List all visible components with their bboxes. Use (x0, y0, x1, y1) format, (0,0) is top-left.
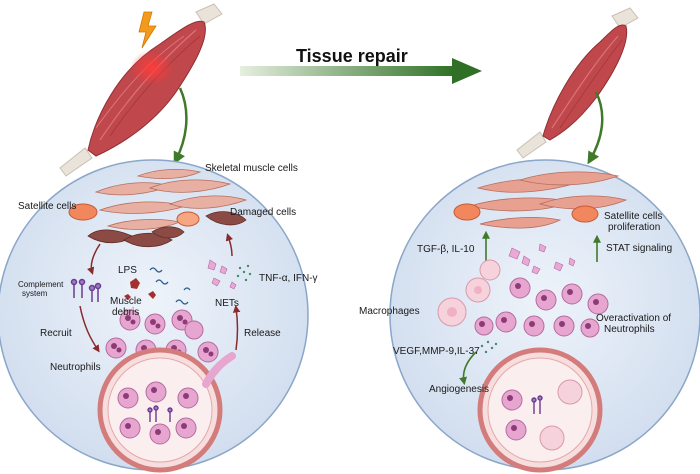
damaged-cells-label: Damaged cells (230, 207, 297, 218)
overactivation-label-2: Neutrophils (604, 324, 655, 335)
lps-label: LPS (118, 265, 137, 276)
complement-protein-icons (70, 278, 102, 302)
arrow-muscle-to-left-circle (173, 87, 188, 165)
nets-clumps (508, 243, 576, 275)
skeletal-muscle-cells (94, 168, 248, 230)
arrow-nets-up (225, 233, 233, 257)
arrow-release (232, 305, 241, 351)
arrow-muscle-to-right-circle (587, 91, 604, 165)
lightning-icon (138, 11, 157, 49)
muscle-debris (124, 278, 156, 300)
damaged-cells (87, 211, 247, 248)
blood-vessel-right (477, 347, 603, 473)
arrow-recruit (79, 305, 100, 353)
release-label: Release (244, 328, 281, 339)
satellite-cell (571, 205, 599, 223)
macrophages-label: Macrophages (359, 306, 420, 317)
neutrophils-right (474, 277, 609, 338)
overactivation-label-1: Overactivation of (596, 313, 672, 324)
arrow-angiogenesis (459, 351, 477, 386)
tgf-il10-label: TGF-β, IL-10 (417, 244, 475, 255)
blood-vessel-left (97, 347, 236, 473)
stat-signaling-label: STAT signaling (606, 243, 673, 254)
angiogenesis-label: Angiogenesis (429, 384, 490, 395)
complement-system-label-2: system (22, 289, 48, 298)
muscle-debris-label-2: debris (112, 307, 140, 318)
satellite-proliferation-label-2: proliferation (608, 222, 661, 233)
neutrophils-label: Neutrophils (50, 362, 101, 373)
complement-system-label-1: Complement (18, 280, 64, 289)
satellite-cell (453, 203, 481, 221)
arrow-damaged-to-complement (87, 243, 101, 275)
muscle-debris-label-1: Muscle (110, 296, 142, 307)
nets-icon (207, 259, 237, 290)
satellite-cell (176, 211, 200, 227)
healthy-muscle-icon (516, 7, 639, 159)
vegf-dots (480, 340, 498, 354)
tnf-ifn-label: TNF-α, IFN-γ (259, 273, 318, 284)
satellite-cells-label: Satellite cells (18, 201, 77, 212)
regenerated-muscle-fibers (468, 171, 628, 229)
recruit-label: Recruit (40, 328, 72, 339)
injured-muscle-icon (59, 3, 223, 177)
skeletal-muscle-cells-label: Skeletal muscle cells (205, 163, 298, 174)
satellite-cell (68, 203, 98, 221)
lps-particles (149, 267, 191, 305)
nets-label: NETs (215, 298, 239, 309)
vegf-label: VEGF,MMP-9,IL-37 (393, 346, 480, 357)
satellite-proliferation-label-1: Satellite cells (604, 211, 663, 222)
tissue-repair-arrow (240, 58, 482, 84)
cytokine-dots (236, 264, 252, 282)
macrophages (437, 259, 501, 327)
tissue-repair-title: Tissue repair (296, 46, 408, 66)
